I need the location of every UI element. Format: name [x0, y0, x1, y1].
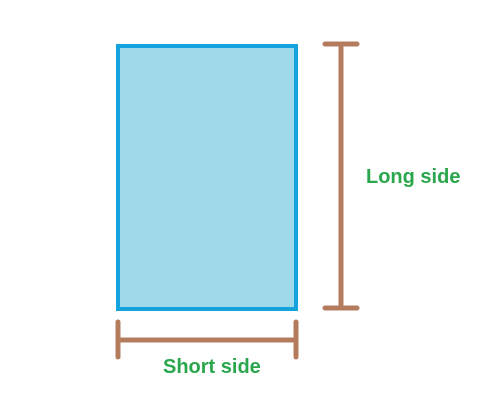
rectangle-shape [116, 44, 298, 311]
long-side-measure [322, 41, 360, 311]
short-side-label: Short side [163, 356, 261, 378]
short-side-measure [115, 319, 299, 360]
long-side-label: Long side [366, 166, 460, 188]
